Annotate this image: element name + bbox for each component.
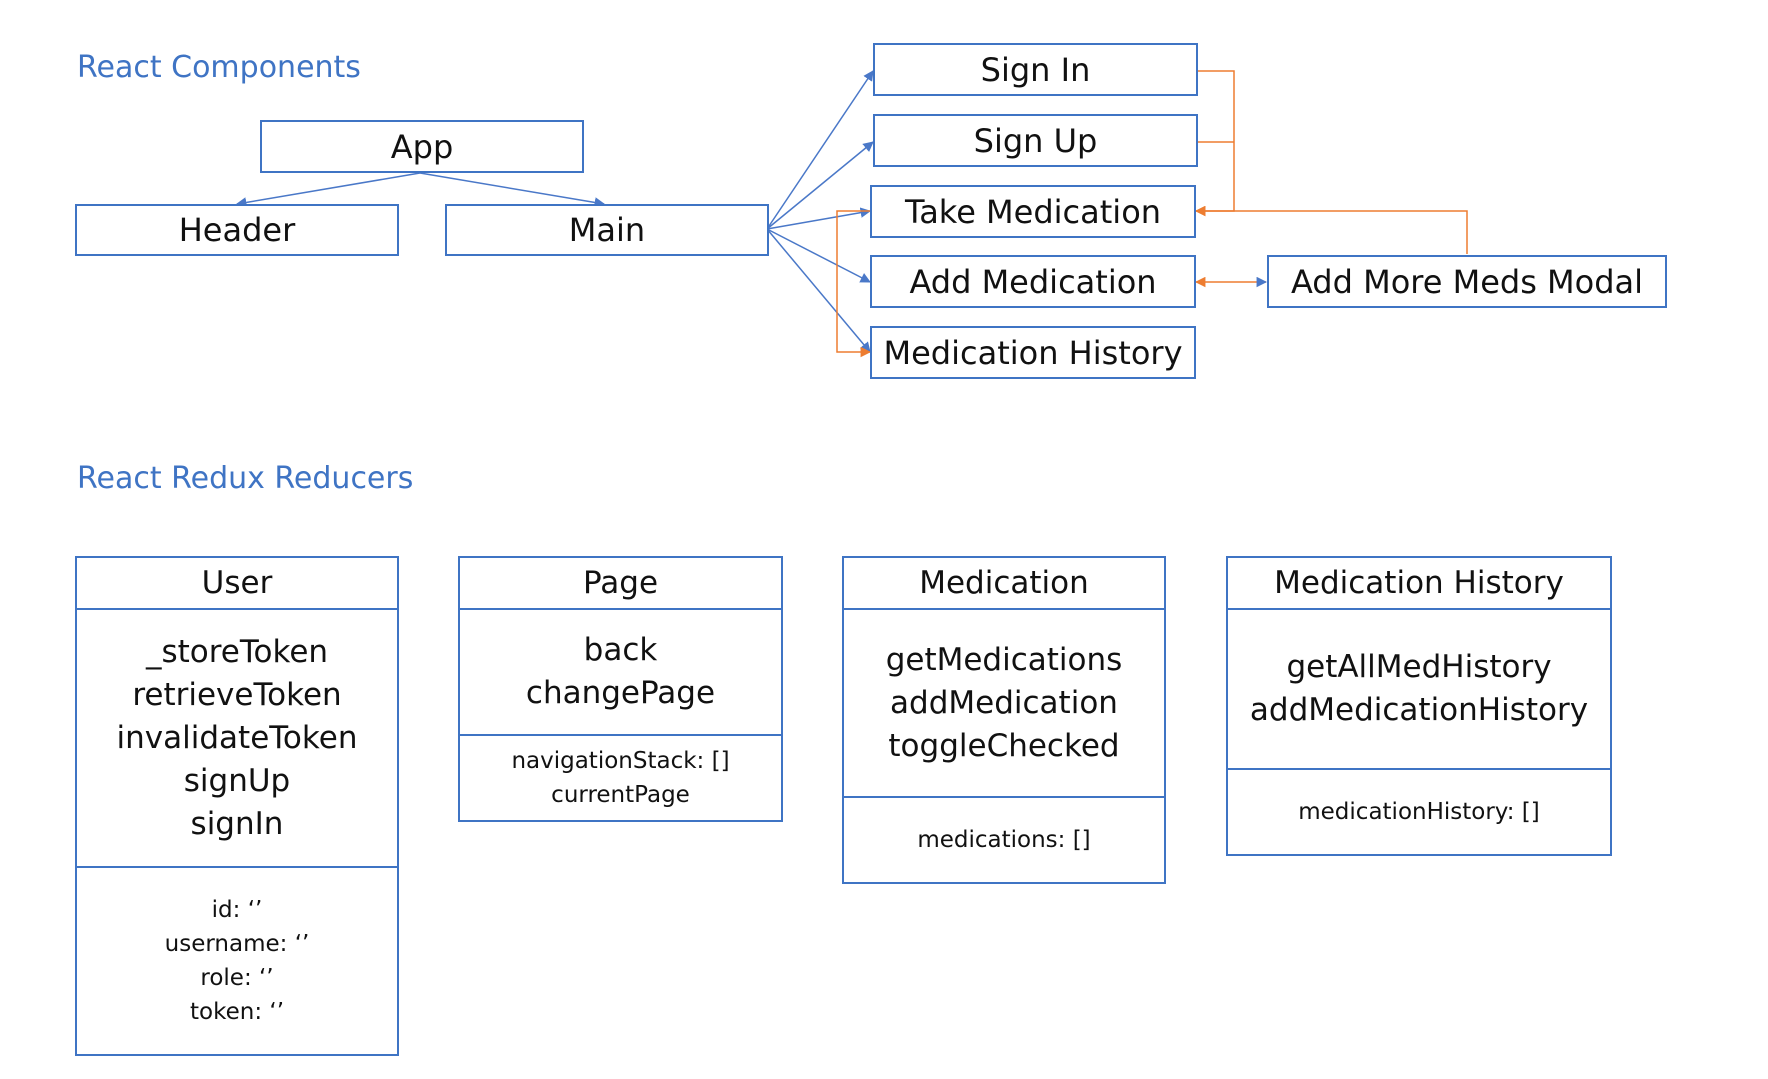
component-sign-in: Sign In [873, 43, 1198, 96]
reducer-method: addMedication [890, 684, 1118, 721]
component-sign-up: Sign Up [873, 114, 1198, 167]
reducer-state-field: token: ‘’ [190, 999, 284, 1025]
reducer-card-user: User _storeToken retrieveToken invalidat… [75, 556, 399, 1056]
reducer-methods: getAllMedHistory addMedicationHistory [1228, 610, 1610, 770]
reducer-card-page: Page back changePage navigationStack: []… [458, 556, 783, 822]
arrow-take-medication-to-history [836, 210, 872, 358]
reducer-methods: getMedications addMedication toggleCheck… [844, 610, 1164, 798]
arrow-sign-in-up-to-take-medication [1194, 70, 1235, 217]
reducer-method: retrieveToken [132, 676, 342, 713]
reducer-methods: _storeToken retrieveToken invalidateToke… [77, 610, 397, 868]
reducer-method: invalidateToken [116, 719, 358, 756]
component-add-more-meds-modal: Add More Meds Modal [1267, 255, 1667, 308]
component-add-medication: Add Medication [870, 255, 1196, 308]
reducer-state-field: medications: [] [917, 827, 1091, 853]
reducer-method: signIn [190, 805, 284, 842]
component-take-medication: Take Medication [870, 185, 1196, 238]
reducer-state-field: username: ‘’ [164, 931, 310, 957]
reducer-name: Medication [844, 558, 1164, 610]
reducer-state-field: role: ‘’ [200, 965, 274, 991]
reducer-method: signUp [183, 762, 291, 799]
reducer-method: getAllMedHistory [1286, 649, 1552, 685]
reducer-method: _storeToken [145, 633, 329, 670]
components-section-title: React Components [77, 50, 361, 85]
reducer-method: back [583, 632, 658, 668]
reducer-method: getMedications [885, 641, 1123, 678]
reducer-state-field: medicationHistory: [] [1298, 799, 1540, 825]
arrow-main-to-take-medication [766, 207, 872, 230]
reducer-state: medicationHistory: [] [1228, 770, 1610, 854]
arrow-app-to-main [419, 172, 606, 208]
reducer-method: addMedicationHistory [1249, 692, 1589, 728]
reducer-name: Medication History [1228, 558, 1610, 610]
reducer-state: id: ‘’ username: ‘’ role: ‘’ token: ‘’ [77, 868, 397, 1054]
reducer-method: toggleChecked [888, 727, 1120, 764]
arrow-modal-to-take-medication [1194, 205, 1468, 254]
reducer-card-medication: Medication getMedications addMedication … [842, 556, 1166, 884]
arrow-main-to-sign-in [766, 70, 874, 230]
reducer-state-field: navigationStack: [] [511, 748, 730, 774]
component-medication-history: Medication History [870, 326, 1196, 379]
arrow-main-to-add-medication [766, 228, 871, 283]
reducer-name: User [77, 558, 397, 610]
arrow-main-to-medication-history [766, 228, 871, 353]
component-header: Header [75, 204, 399, 256]
reducer-methods: back changePage [460, 610, 781, 736]
reducer-state: navigationStack: [] currentPage [460, 736, 781, 820]
component-app: App [260, 120, 584, 173]
arrow-app-to-header [235, 172, 421, 208]
component-main: Main [445, 204, 769, 256]
reducer-state-field: id: ‘’ [211, 897, 263, 923]
reducer-method: changePage [525, 675, 716, 711]
reducer-state-field: currentPage [551, 782, 690, 808]
reducer-card-medication-history: Medication History getAllMedHistory addM… [1226, 556, 1612, 856]
reducers-section-title: React Redux Reducers [77, 461, 414, 496]
arrow-main-to-sign-up [766, 141, 874, 230]
reducer-state: medications: [] [844, 798, 1164, 882]
reducer-name: Page [460, 558, 781, 610]
